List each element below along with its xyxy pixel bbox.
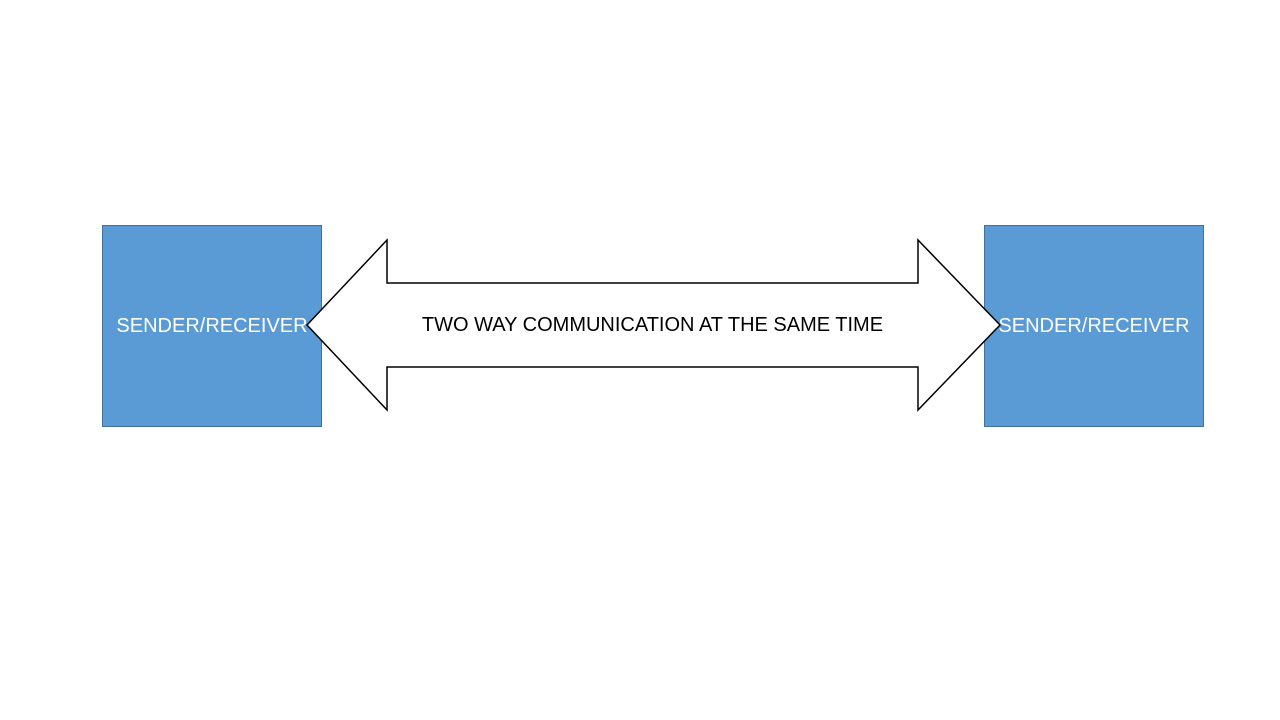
sender-receiver-box-left: SENDER/RECEIVER: [102, 225, 322, 427]
sender-receiver-label-right: SENDER/RECEIVER: [998, 314, 1190, 337]
sender-receiver-label-left: SENDER/RECEIVER: [116, 314, 308, 337]
sender-receiver-box-right: SENDER/RECEIVER: [984, 225, 1204, 427]
arrow-caption: TWO WAY COMMUNICATION AT THE SAME TIME: [387, 283, 918, 367]
arrow-caption-text: TWO WAY COMMUNICATION AT THE SAME TIME: [421, 313, 884, 336]
